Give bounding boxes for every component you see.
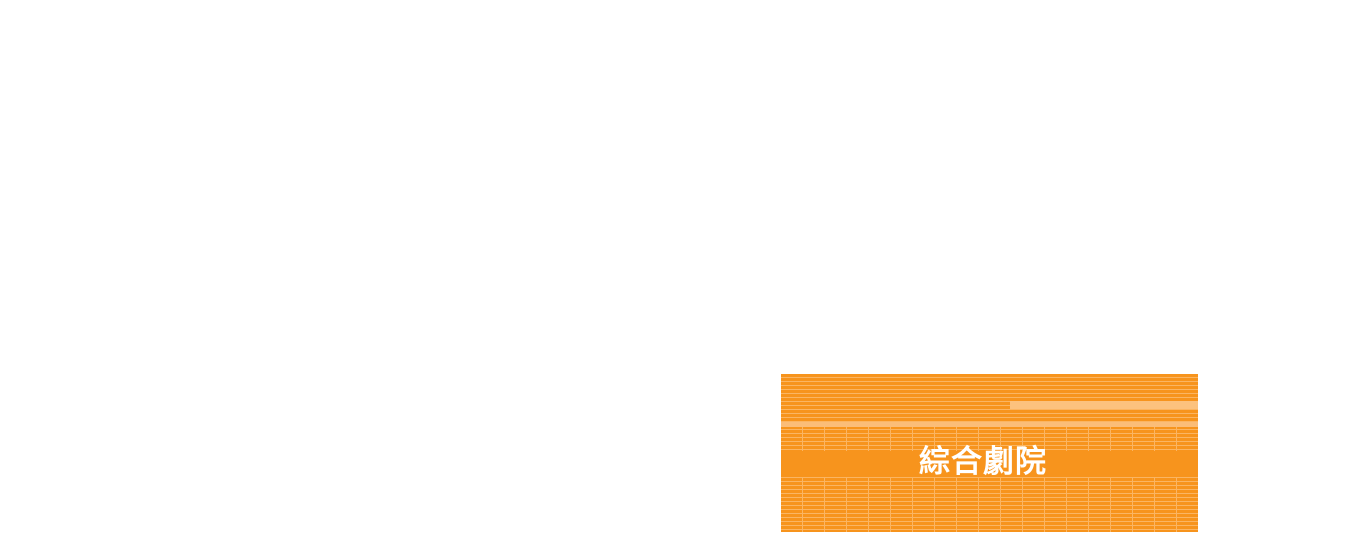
- tile-decor-band: [1010, 401, 1198, 409]
- tile-label-background: [781, 451, 1198, 477]
- theater-tile-link[interactable]: 綜合劇院: [781, 374, 1198, 532]
- theater-tile-label: 綜合劇院: [919, 444, 1047, 480]
- tile-decor-band-full: [781, 422, 1198, 427]
- tile-decor-grid: [781, 427, 1198, 532]
